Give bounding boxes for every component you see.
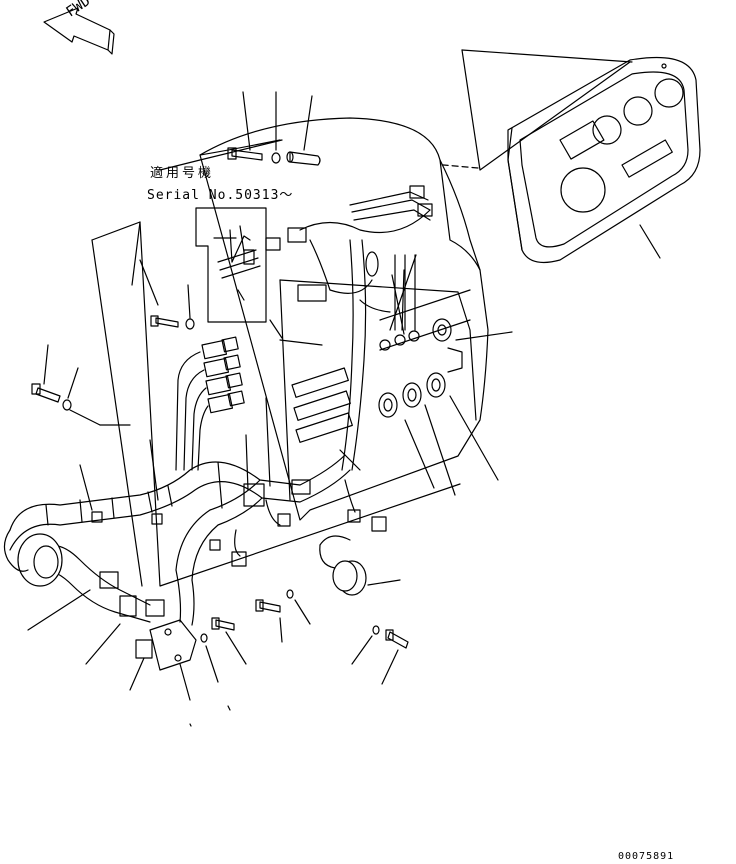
- serial-number-label: Serial No.50313～: [147, 188, 294, 203]
- fasteners: [32, 92, 408, 684]
- internal-harness: [266, 186, 432, 531]
- bottom-bolts: [201, 590, 408, 684]
- top-bolt-group: [228, 92, 320, 165]
- fwd-arrow-icon: [44, 8, 114, 54]
- leader-lines: [28, 140, 416, 726]
- buzzer: [320, 536, 400, 595]
- instrument-panel: [508, 58, 700, 263]
- mid-bolt-group: [140, 260, 194, 329]
- serial-inset: [196, 208, 266, 322]
- left-bolt-group: [32, 345, 78, 410]
- relay-block: [176, 337, 244, 470]
- switch-cluster: [379, 319, 512, 495]
- drawing-number: 00075891: [618, 851, 675, 862]
- dashboard-housing: [200, 118, 488, 520]
- main-harness: [4, 455, 350, 670]
- bracket-outline: [70, 222, 460, 586]
- serial-applicability-heading: 適用号機: [150, 166, 215, 181]
